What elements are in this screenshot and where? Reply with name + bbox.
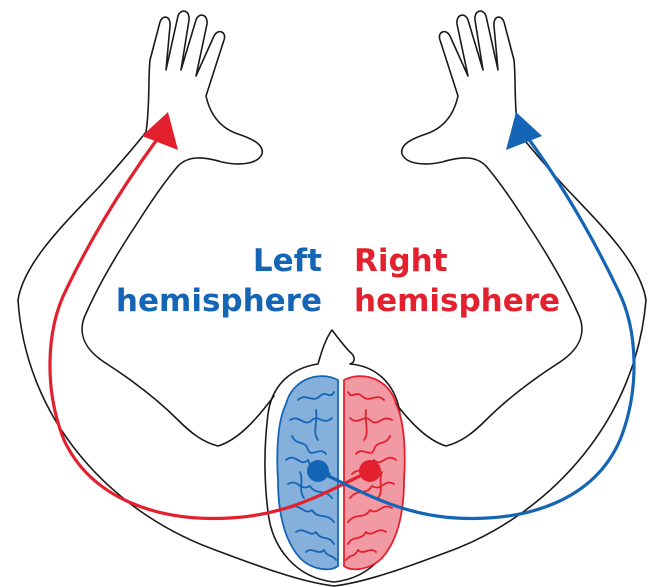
right-hemisphere-node — [359, 460, 381, 482]
left-arm-outline — [18, 11, 274, 446]
right-arm-outline — [390, 11, 646, 446]
right-hemisphere-label: Right hemisphere — [354, 241, 560, 321]
left-hemisphere-node — [307, 460, 329, 482]
right-hand-arrowhead — [506, 112, 542, 150]
left-label-line2: hemisphere — [116, 281, 322, 321]
left-hemisphere-label: Left hemisphere — [116, 241, 322, 321]
left-label-line1: Left — [116, 241, 322, 281]
right-label-line2: hemisphere — [354, 281, 560, 321]
right-label-line1: Right — [354, 241, 560, 281]
